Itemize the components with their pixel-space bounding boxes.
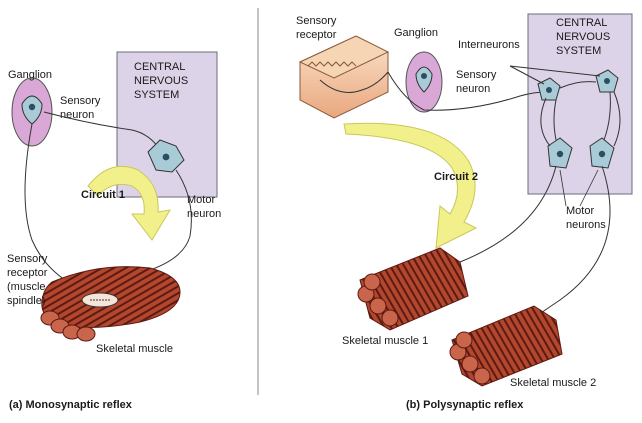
cns-label-a-3: SYSTEM [134, 89, 179, 101]
skeletal-muscle-label-a: Skeletal muscle [96, 343, 173, 355]
motor-axon-a [149, 169, 192, 271]
sensory-receptor-label-b-1: Sensory [296, 15, 337, 27]
circuit-label-a: Circuit 1 [81, 189, 125, 201]
cns-label-b-1: CENTRAL [556, 17, 607, 29]
sensory-neuron-label-b-2: neuron [456, 83, 490, 95]
cns-box-b [527, 13, 633, 195]
ganglion-label-a: Ganglion [8, 69, 52, 81]
sensory-receptor-label-a-4: spindle) [7, 295, 46, 307]
motor-neurons-label-b-2: neurons [566, 219, 606, 231]
caption-b: (b) Polysynaptic reflex [406, 399, 524, 411]
cns-label-b-3: SYSTEM [556, 45, 601, 57]
sensory-neuron-nucleus-b [421, 73, 427, 79]
sensory-neuron-label-a-1: Sensory [60, 95, 101, 107]
sensory-receptor-b [298, 35, 390, 119]
interneurons-label-b: Interneurons [458, 39, 520, 51]
cns-label-a-2: NERVOUS [134, 75, 188, 87]
motor-neuron-label-a-1: Motor [187, 194, 215, 206]
sensory-neuron-body-b [415, 66, 433, 93]
ganglion-label-b: Ganglion [394, 27, 438, 39]
sensory-axon-a [43, 111, 161, 151]
sensory-receptor-label-a-3: (muscle [7, 281, 46, 293]
motor-neuron-nucleus-a [162, 153, 170, 161]
panel-a: CENTRAL NERVOUS SYSTEM Ganglion Sensory … [7, 51, 221, 411]
cns-label-a-1: CENTRAL [134, 61, 185, 73]
skeletal-muscle-b-1 [357, 247, 469, 331]
sensory-axon-b [387, 71, 547, 111]
sensory-neuron-label-a-2: neuron [60, 109, 94, 121]
circuit-arrow-a [87, 166, 171, 241]
circuit-label-b: Circuit 2 [434, 171, 478, 183]
motor-neurons-leader-b [559, 169, 599, 207]
skeletal-muscle-2-label-b: Skeletal muscle 2 [510, 377, 596, 389]
sensory-receptor-label-a-2: receptor [7, 267, 48, 279]
interneurons-b [509, 65, 619, 101]
sensory-neuron-nucleus-a [28, 103, 36, 111]
cns-label-b-2: NERVOUS [556, 31, 610, 43]
skeletal-muscle-b-2 [449, 305, 563, 387]
motor-neurons-label-b-1: Motor [566, 205, 594, 217]
sensory-fiber-a [24, 123, 76, 287]
skeletal-muscle-1-label-b: Skeletal muscle 1 [342, 335, 428, 347]
circuit-arrow-b [343, 122, 478, 249]
sensory-neuron-label-b-1: Sensory [456, 69, 497, 81]
motor-neurons-b [540, 91, 621, 169]
skeletal-muscle-a [40, 266, 181, 342]
panel-b: CENTRAL NERVOUS SYSTEM Sensory receptor … [296, 13, 633, 411]
caption-a: (a) Monosynaptic reflex [9, 399, 133, 411]
motor-neuron-label-a-2: neuron [187, 208, 221, 220]
sensory-receptor-label-a-1: Sensory [7, 253, 48, 265]
sensory-receptor-label-b-2: receptor [296, 29, 337, 41]
